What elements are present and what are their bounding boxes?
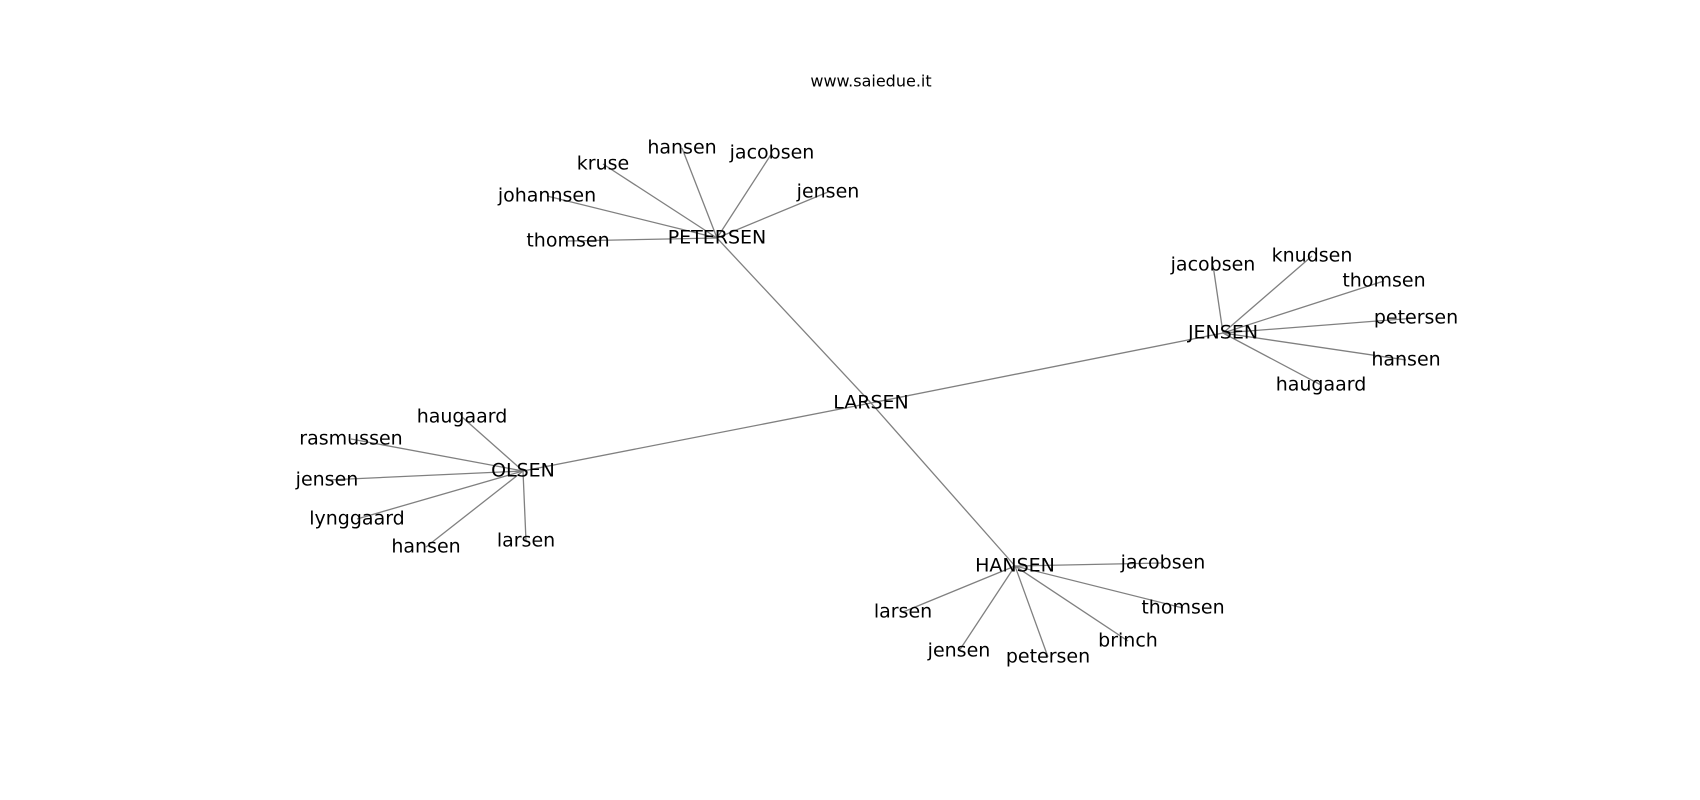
edge-hansen_hub-h_larsen xyxy=(902,565,1016,613)
node-label-larsen-root: LARSEN xyxy=(833,392,909,414)
edge-larsen_root-hansen_hub xyxy=(870,402,1016,567)
edge-olsen_hub-o_jensen xyxy=(326,470,524,481)
edge-hansen_hub-h_brinch xyxy=(1014,565,1129,642)
edge-petersen_hub-p_jensen xyxy=(716,191,829,239)
edge-petersen_hub-p_thomsen xyxy=(567,237,718,242)
edge-jensen_hub-j_hansen xyxy=(1222,332,1407,361)
edge-olsen_hub-o_larsen xyxy=(522,470,527,542)
edge-petersen_hub-p_hansen xyxy=(681,147,718,239)
edge-hansen_hub-h_thomsen xyxy=(1014,565,1184,609)
node-label-olsen-hub: OLSEN xyxy=(491,460,555,482)
edge-larsen_root-olsen_hub xyxy=(522,402,872,472)
edge-olsen_hub-o_lynggaard xyxy=(356,470,524,520)
node-label-o-hansen: hansen xyxy=(391,536,460,558)
node-label-jensen-hub: JENSEN xyxy=(1187,322,1258,344)
node-label-p-jensen: jensen xyxy=(796,181,860,203)
edge-jensen_hub-j_thomsen xyxy=(1222,280,1385,334)
diagram-title: www.saiedue.it xyxy=(810,72,931,91)
edge-olsen_hub-o_rasmussen xyxy=(350,438,524,472)
node-label-j-petersen: petersen xyxy=(1374,307,1458,329)
edge-hansen_hub-h_jacobsen xyxy=(1014,562,1164,567)
node-label-o-jensen: jensen xyxy=(295,469,359,491)
node-label-p-johannsen: johannsen xyxy=(497,185,596,207)
edge-petersen_hub-p_johannsen xyxy=(546,195,718,239)
node-label-o-larsen: larsen xyxy=(497,530,555,552)
label-layer: LARSEN PETERSEN JENSEN OLSEN HANSEN hansen kru… xyxy=(295,137,1458,668)
node-label-p-jacobsen: jacobsen xyxy=(729,142,815,164)
node-label-j-thomsen: thomsen xyxy=(1342,270,1425,292)
node-label-o-lynggaard: lynggaard xyxy=(309,508,405,530)
node-label-h-larsen: larsen xyxy=(874,601,932,623)
node-label-h-jacobsen: jacobsen xyxy=(1120,552,1206,574)
node-label-p-hansen: hansen xyxy=(647,137,716,159)
node-label-h-jensen: jensen xyxy=(927,640,991,662)
node-label-o-haugaard: haugaard xyxy=(417,406,508,428)
edge-jensen_hub-j_petersen xyxy=(1222,317,1417,334)
edge-petersen_hub-p_jacobsen xyxy=(716,152,773,239)
edge-petersen_hub-p_kruse xyxy=(602,163,718,239)
edge-olsen_hub-o_hansen xyxy=(425,470,524,548)
node-label-hansen-hub: HANSEN xyxy=(975,555,1055,577)
edge-hansen_hub-h_jensen xyxy=(958,565,1016,652)
edge-hansen_hub-h_petersen xyxy=(1014,565,1049,658)
edge-larsen_root-petersen_hub xyxy=(716,237,872,404)
node-label-j-knudsen: knudsen xyxy=(1272,245,1353,267)
edge-layer xyxy=(326,147,1417,658)
edge-larsen_root-jensen_hub xyxy=(870,332,1224,404)
node-label-h-thomsen: thomsen xyxy=(1141,597,1224,619)
edge-jensen_hub-j_knudsen xyxy=(1222,255,1313,334)
node-label-o-rasmussen: rasmussen xyxy=(299,428,402,450)
edge-olsen_hub-o_haugaard xyxy=(461,416,524,472)
node-label-j-haugaard: haugaard xyxy=(1276,374,1367,396)
node-label-h-petersen: petersen xyxy=(1006,646,1090,668)
node-label-h-brinch: brinch xyxy=(1098,630,1158,652)
node-label-p-kruse: kruse xyxy=(577,153,629,175)
edge-jensen_hub-j_haugaard xyxy=(1222,332,1322,386)
node-label-p-thomsen: thomsen xyxy=(526,230,609,252)
node-label-j-jacobsen: jacobsen xyxy=(1170,254,1256,276)
node-label-j-hansen: hansen xyxy=(1371,349,1440,371)
edge-jensen_hub-j_jacobsen xyxy=(1212,264,1224,334)
node-label-petersen-hub: PETERSEN xyxy=(668,227,767,249)
